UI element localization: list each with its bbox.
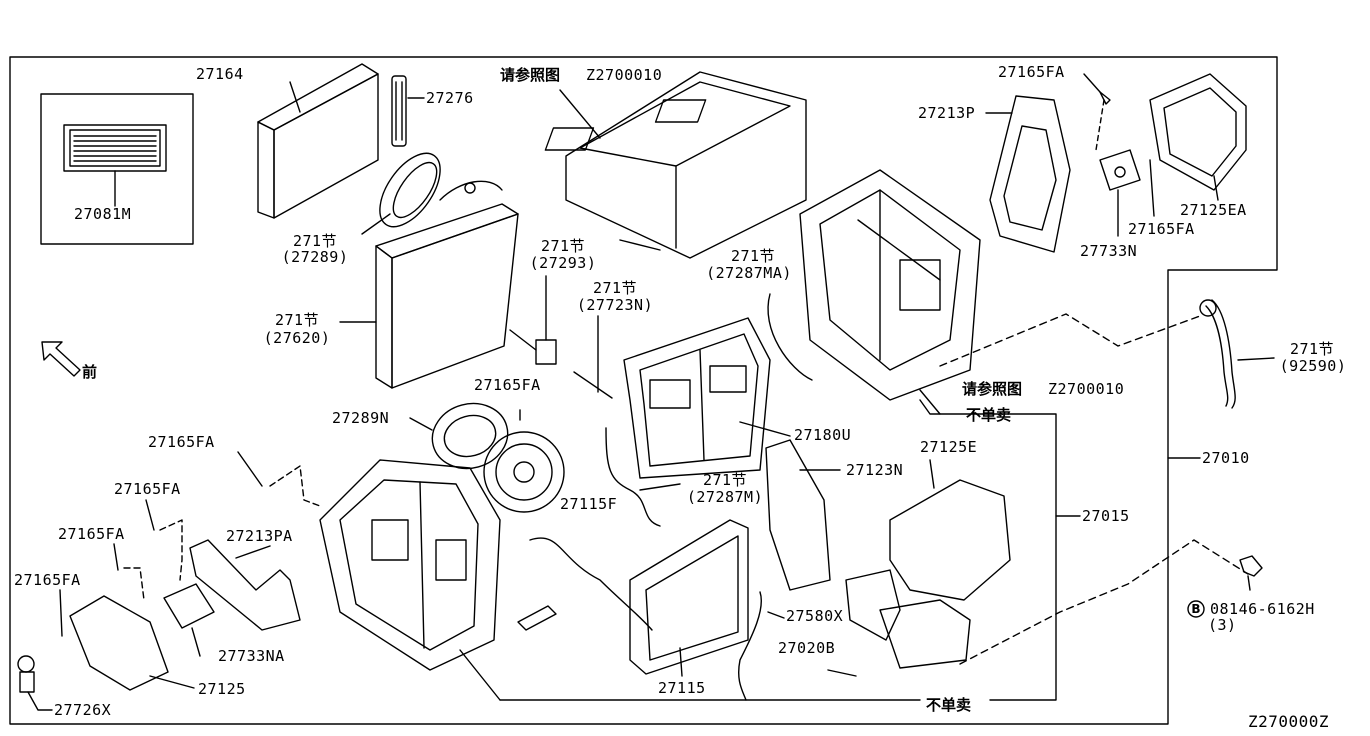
label-front: 前 bbox=[82, 363, 98, 381]
label-bolt-marker: B bbox=[1191, 602, 1201, 616]
hose-92590-icon bbox=[1199, 299, 1275, 409]
label-27580X[interactable]: 27580X bbox=[786, 607, 844, 625]
label-27020B[interactable]: 27020B bbox=[778, 639, 836, 657]
label-27115[interactable]: 27115 bbox=[658, 679, 706, 697]
heater-main-case-icon bbox=[319, 459, 921, 701]
label-271-27287M-a[interactable]: 271节 bbox=[702, 471, 748, 489]
label-08146-6162H[interactable]: 08146-6162H bbox=[1210, 600, 1315, 618]
label-27164[interactable]: 27164 bbox=[196, 65, 244, 83]
label-27289N[interactable]: 27289N bbox=[332, 409, 390, 427]
label-27125E[interactable]: 27125E bbox=[920, 438, 978, 456]
label-271-27287M-b[interactable]: (27287M) bbox=[686, 488, 764, 506]
heater-case-icon bbox=[799, 169, 981, 415]
label-271-27723N-b[interactable]: (27723N) bbox=[576, 296, 654, 314]
label-271-27620-b[interactable]: (27620) bbox=[263, 329, 331, 347]
label-271-92590-a[interactable]: 271节 bbox=[1289, 340, 1335, 358]
label-27165FA-l4[interactable]: 27165FA bbox=[14, 571, 81, 589]
seal-strip-icon bbox=[391, 75, 425, 147]
label-27115F[interactable]: 27115F bbox=[560, 495, 618, 513]
label-27276[interactable]: 27276 bbox=[426, 89, 474, 107]
label-27010[interactable]: 27010 bbox=[1202, 449, 1250, 467]
duct-27213P-icon bbox=[985, 95, 1071, 253]
label-27165FA-top[interactable]: 27165FA bbox=[998, 63, 1065, 81]
label-271-92590-b[interactable]: (92590) bbox=[1279, 357, 1347, 375]
duct-27123N-icon bbox=[765, 439, 841, 591]
wire-27580X-icon bbox=[737, 591, 857, 701]
vent-panel-27180U-icon bbox=[623, 293, 813, 479]
label-27213PA[interactable]: 27213PA bbox=[226, 527, 293, 545]
wire-27287M-icon bbox=[605, 427, 681, 527]
oval-filter-27289N-icon bbox=[409, 402, 509, 470]
label-27125EA[interactable]: 27125EA bbox=[1180, 201, 1247, 219]
frame-border bbox=[9, 56, 1278, 725]
heater-core-27115-icon bbox=[517, 519, 749, 677]
label-27081M[interactable]: 27081M bbox=[74, 205, 132, 223]
label-see-ref-top: 请参照图 bbox=[500, 66, 561, 84]
front-arrow-icon bbox=[41, 341, 81, 377]
duct-unit-27125E-icon bbox=[845, 459, 1011, 669]
label-271-27287MA-b[interactable]: (27287MA) bbox=[706, 264, 792, 282]
label-27123N[interactable]: 27123N bbox=[846, 461, 904, 479]
evaporator-icon bbox=[339, 180, 519, 389]
label-27733N[interactable]: 27733N bbox=[1080, 242, 1138, 260]
sensor-27726X-icon bbox=[17, 655, 53, 711]
label-27180U[interactable]: 27180U bbox=[794, 426, 852, 444]
actuator-27733NA-icon bbox=[163, 583, 215, 657]
label-271-27289-a[interactable]: 271节 bbox=[292, 232, 338, 250]
inset-box bbox=[40, 93, 194, 245]
rod-27723N-icon bbox=[573, 315, 613, 399]
label-not-sold-bottom: 不单卖 bbox=[926, 696, 972, 714]
connector-27293-icon bbox=[509, 275, 557, 365]
label-27125[interactable]: 27125 bbox=[198, 680, 246, 698]
label-271-27723N-a[interactable]: 271节 bbox=[592, 279, 638, 297]
duct-27213PA-icon bbox=[189, 539, 301, 631]
label-271-27620-a[interactable]: 271节 bbox=[274, 311, 320, 329]
label-271-27287MA-a[interactable]: 271节 bbox=[730, 247, 776, 265]
label-z2700010-right[interactable]: Z2700010 bbox=[1048, 380, 1125, 398]
label-27165FA-l2[interactable]: 27165FA bbox=[114, 480, 181, 498]
oval-seal-icon bbox=[361, 152, 441, 235]
label-27165FA-l3[interactable]: 27165FA bbox=[58, 525, 125, 543]
duct-27125-icon bbox=[69, 595, 195, 691]
label-271-27289-b[interactable]: (27289) bbox=[281, 248, 349, 266]
duct-27125EA-icon bbox=[1149, 73, 1247, 201]
screws-27165FA-icon bbox=[59, 451, 321, 637]
cabin-filter-icon bbox=[257, 63, 379, 219]
upper-heater-unit-icon bbox=[544, 71, 807, 259]
label-27015[interactable]: 27015 bbox=[1082, 507, 1130, 525]
label-z2700010-top[interactable]: Z2700010 bbox=[586, 66, 663, 84]
label-27213P[interactable]: 27213P bbox=[918, 104, 976, 122]
label-27733NA[interactable]: 27733NA bbox=[218, 647, 285, 665]
label-271-27293-b[interactable]: (27293) bbox=[529, 254, 597, 272]
label-08146-qty: (3) bbox=[1208, 616, 1237, 634]
label-not-sold-right: 不单卖 bbox=[966, 406, 1012, 424]
label-27165FA-mid[interactable]: 27165FA bbox=[474, 376, 541, 394]
label-see-ref-right: 请参照图 bbox=[962, 380, 1023, 398]
label-271-27293-a[interactable]: 271节 bbox=[540, 237, 586, 255]
label-27726X[interactable]: 27726X bbox=[54, 701, 112, 719]
filter-icon bbox=[63, 124, 167, 207]
blower-fan-27115F-icon bbox=[483, 409, 565, 513]
actuator-27733N-icon bbox=[1083, 73, 1155, 237]
diagram-code: Z270000Z bbox=[1248, 712, 1330, 731]
label-27165FA-right[interactable]: 27165FA bbox=[1128, 220, 1195, 238]
label-27165FA-l1[interactable]: 27165FA bbox=[148, 433, 215, 451]
bolt-08146-icon bbox=[1187, 555, 1263, 618]
